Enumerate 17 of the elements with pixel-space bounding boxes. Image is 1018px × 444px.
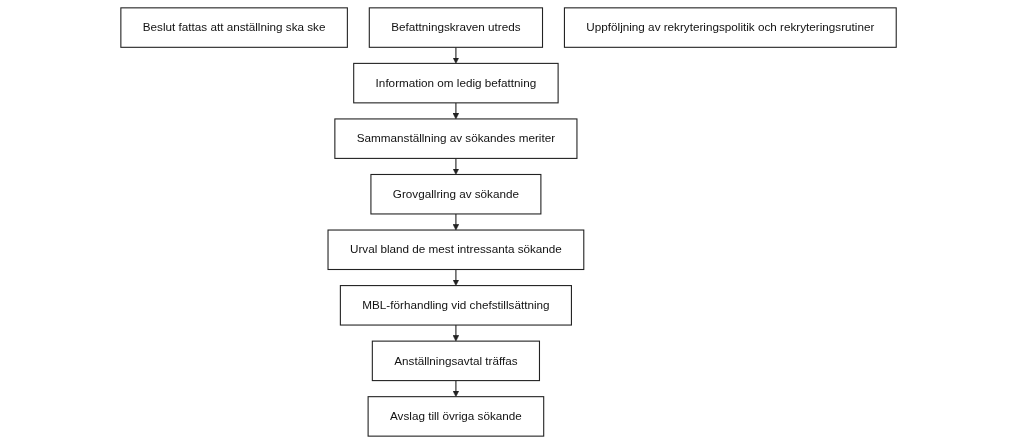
arrow — [453, 324, 460, 342]
node-box: Sammanställning av sökandes meriter — [334, 118, 578, 159]
node-box: Grovgallring av sökande — [370, 173, 542, 215]
node-box: Urval bland de mest intressanta sökande — [327, 229, 585, 271]
node-box: Uppföljning av rekryteringspolitik och rekryteringsrutiner — [564, 7, 898, 48]
arrow — [453, 380, 460, 397]
node-box: Information om ledig befattning — [353, 62, 560, 104]
node-box: Befattningskraven utreds — [369, 7, 544, 48]
arrow — [453, 268, 460, 286]
node-box: Anställningsavtal träffas — [372, 340, 541, 382]
arrow — [453, 46, 460, 64]
node-box: Beslut fattas att anställning ska ske — [120, 7, 349, 48]
arrow — [453, 213, 460, 231]
arrow — [453, 102, 460, 120]
arrow — [453, 157, 460, 175]
node-box: MBL-förhandling vid chefstillsättning — [340, 285, 573, 326]
node-box: Avslag till övriga sökande — [368, 396, 545, 437]
